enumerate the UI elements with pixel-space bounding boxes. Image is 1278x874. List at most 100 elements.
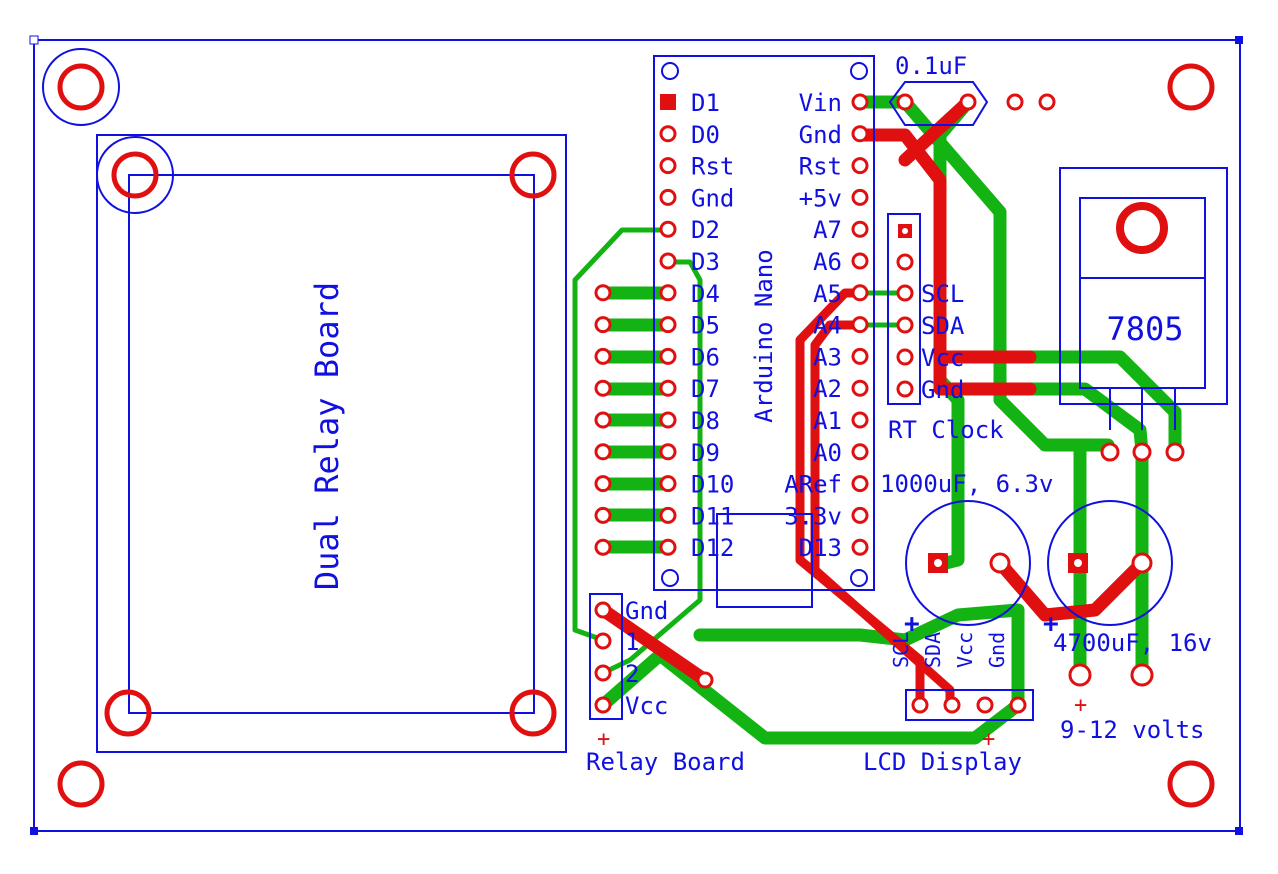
relay-output-pads [594,284,612,556]
arduino-right-pin-label: A4 [813,312,842,340]
arduino-left-pad [659,220,677,238]
arduino-right-pin-label: D13 [799,534,842,562]
relay-output-pad [594,347,612,365]
arduino-right-pad [851,443,869,461]
capacitor-small-label: 0.1uF [895,52,967,80]
arduino-right-pin-label: A7 [813,216,842,244]
rtc-pin-scl: SCL [921,280,964,308]
relay-output-pad [594,379,612,397]
arduino-left-pad [659,475,677,493]
arduino-right-pad [851,411,869,429]
arduino-left-pin-label: D1 [691,89,720,117]
relay-pin-1: 1 [625,628,639,656]
relay-output-pad [594,506,612,524]
arduino-left-pin-label: D3 [691,248,720,276]
arduino-left-pin-label: D10 [691,471,734,499]
arduino-right-pad [851,506,869,524]
relay-pin-gnd: Gnd [625,597,668,625]
rtc-pin-gnd: Gnd [921,376,964,404]
arduino-right-pin-label: +5v [799,184,842,212]
cap-4700-polarity: + [1043,609,1059,639]
lcd-connector: SCL SDA Vcc Gnd + LCD Display [863,632,1034,776]
arduino-right-pin-label: A0 [813,439,842,467]
arduino-right-pin-label: Rst [799,153,842,181]
arduino-left-pad [659,443,677,461]
arduino-left-pad [659,347,677,365]
relay-output-pad [594,443,612,461]
arduino-right-pad [851,220,869,238]
arduino-left-pin-label: D4 [691,280,720,308]
board-outline [29,35,1243,835]
lcd-pin-scl: SCL [889,632,913,668]
arduino-left-pad [659,188,677,206]
arduino-right-pad [851,284,869,302]
arduino-left-pad [659,125,677,143]
relay-output-pad [594,284,612,302]
rt-clock-module: SCL SDA Vcc Gnd RT Clock [887,213,1004,444]
relay-connector-label: Relay Board [586,748,745,776]
arduino-left-pin-label: D11 [691,502,734,530]
arduino-left-pin-label: D2 [691,216,720,244]
lcd-pin-sda: SDA [921,632,945,668]
lcd-polarity: + [982,727,995,752]
arduino-right-pad [851,316,869,334]
arduino-left-pad [659,252,677,270]
lcd-pin-gnd: Gnd [985,632,1009,668]
relay-module-label: Dual Relay Board [308,282,346,590]
arduino-left-pad [659,284,677,302]
arduino-right-pin-label: A3 [813,343,842,371]
arduino-right-pin-label: 3.3v [784,502,842,530]
rtc-pin-sda: SDA [921,312,965,340]
lcd-pin-vcc: Vcc [953,632,977,668]
capacitor-4700uf: + 4700uF, 16v [1043,500,1212,657]
relay-output-pad [594,411,612,429]
cap-1000-polarity: + [904,609,920,639]
arduino-left-pin-label: D12 [691,534,734,562]
relay-module-footprint: Dual Relay Board [96,134,567,753]
relay-pin-vcc: Vcc [625,692,668,720]
arduino-right-pin-label: Vin [799,89,842,117]
arduino-left-pad [659,316,677,334]
arduino-right-pad [851,252,869,270]
arduino-left-pin-label: D6 [691,343,720,371]
bottom-layer-thin-traces [572,227,703,676]
relay-pin-2: 2 [625,660,639,688]
arduino-left-pin-label: D0 [691,121,720,149]
rtc-label: RT Clock [888,416,1004,444]
arduino-right-pad [851,125,869,143]
arduino-right-pad [851,157,869,175]
top-layer-traces [596,95,1149,687]
lcd-connector-label: LCD Display [863,748,1022,776]
relay-output-pad [594,538,612,556]
arduino-left-pad [660,94,676,110]
arduino-label: Arduino Nano [750,249,778,422]
arduino-left-pad [659,157,677,175]
relay-board-connector: Gnd 1 2 Vcc + Relay Board [586,593,745,776]
regulator-7805: 7805 [1059,167,1228,462]
capacitor-1000uf: + 1000uF, 6.3v [880,470,1053,639]
arduino-right-pad [851,538,869,556]
arduino-left-pin-label: Rst [691,153,734,181]
cap-4700-label: 4700uF, 16v [1053,629,1212,657]
arduino-right-pin-label: ARef [784,471,842,499]
arduino-right-pad [851,347,869,365]
power-input-polarity: + [1074,693,1087,718]
arduino-left-pin-label: D8 [691,407,720,435]
cap-1000-label: 1000uF, 6.3v [880,470,1053,498]
arduino-right-pin-label: A6 [813,248,842,276]
arduino-left-pad [659,379,677,397]
arduino-right-pin-label: A1 [813,407,842,435]
capacitor-0-1uf: 0.1uF [888,52,1056,126]
arduino-left-pad [659,506,677,524]
mounting-holes [42,48,1215,808]
power-input: + 9-12 volts [1060,663,1205,744]
arduino-nano-footprint: Arduino Nano [653,55,875,608]
arduino-right-pad [851,379,869,397]
relay-output-pad [594,316,612,334]
arduino-left-pad [659,411,677,429]
relay-output-pad [594,475,612,493]
power-input-label: 9-12 volts [1060,716,1205,744]
regulator-label: 7805 [1106,310,1183,348]
